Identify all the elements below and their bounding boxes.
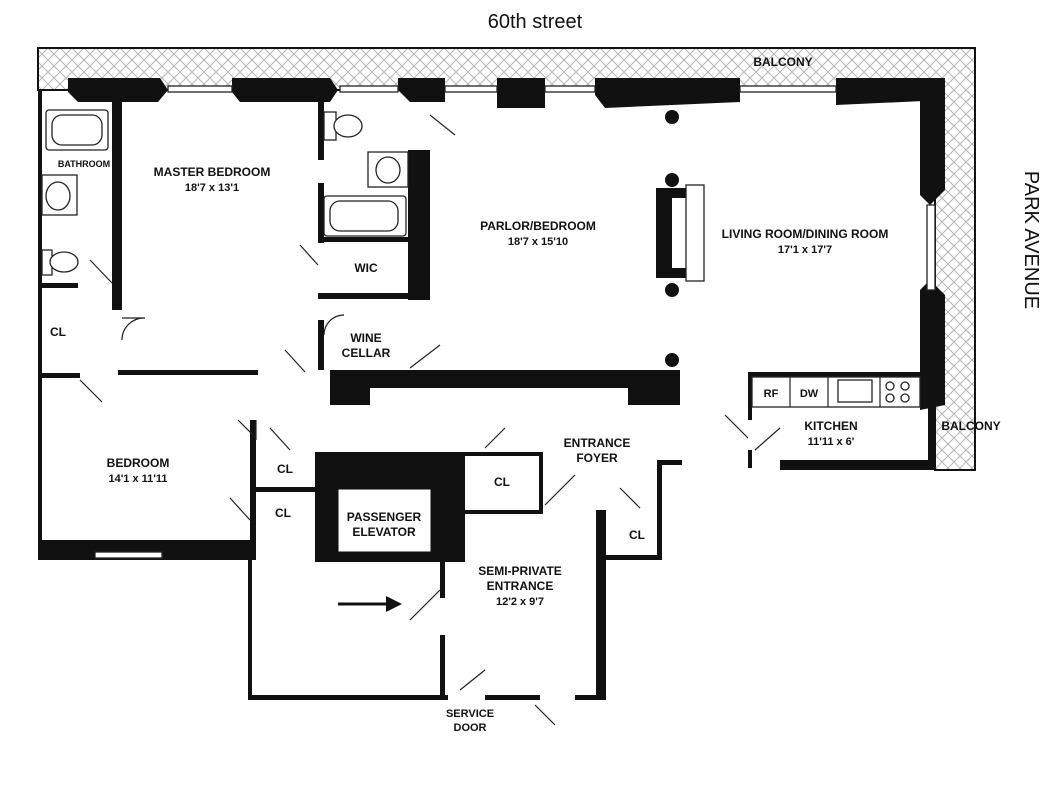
closet-label: CL [277,462,293,476]
entrance-foyer-line1: ENTRANCE [564,436,631,450]
parlor-name: PARLOR/BEDROOM [480,219,596,233]
wine-cellar-line1: WINE [350,331,381,345]
semi-private-line1: SEMI-PRIVATE [478,564,562,578]
elevator-line2: ELEVATOR [352,525,416,539]
living-room-size: 17'1 x 17'7 [778,244,832,256]
passenger-elevator [335,486,434,555]
master-bedroom-size: 18'7 x 13'1 [185,182,239,194]
entrance-foyer-line2: FOYER [576,451,618,465]
semi-private-size: 12'2 x 9'7 [496,596,544,608]
parlor-size: 18'7 x 15'10 [508,236,568,248]
east-street-label: PARK AVENUE [1020,171,1042,309]
closet-labels: CL CL CL CL CL [50,325,645,542]
kitchen-appliances: RF DW [751,376,921,408]
service-door-line2: DOOR [454,722,487,734]
kitchen-size: 11'11 x 6' [808,436,855,448]
bedroom-size: 14'1 x 11'11 [108,473,167,485]
semi-private-line2: ENTRANCE [487,579,554,593]
balcony-label-north: BALCONY [753,55,812,69]
bedroom-name: BEDROOM [107,456,170,470]
windows [94,85,936,559]
dishwasher-label: DW [800,388,819,400]
fireplace [656,110,705,367]
closet-label: CL [629,528,645,542]
closet-label: CL [50,325,66,339]
service-door-line1: SERVICE [446,708,494,720]
balcony-label-east: BALCONY [941,419,1000,433]
bathroom-fixtures [41,109,409,276]
refrigerator-label: RF [764,388,779,400]
wic-label: WIC [354,261,378,275]
room-labels: MASTER BEDROOM 18'7 x 13'1 BATHROOM PARL… [58,159,889,734]
balcony-labels: BALCONY BALCONY [753,55,1000,433]
entry-arrow-icon [338,596,402,612]
north-street-label: 60th street [488,11,583,33]
closet-label: CL [275,506,291,520]
bathroom-name: BATHROOM [58,159,110,169]
wine-cellar-line2: CELLAR [342,346,391,360]
doors [79,114,781,726]
closet-label: CL [494,475,510,489]
master-bedroom-name: MASTER BEDROOM [154,165,271,179]
living-room-name: LIVING ROOM/DINING ROOM [722,227,889,241]
kitchen-name: KITCHEN [804,419,857,433]
elevator-line1: PASSENGER [347,510,422,524]
